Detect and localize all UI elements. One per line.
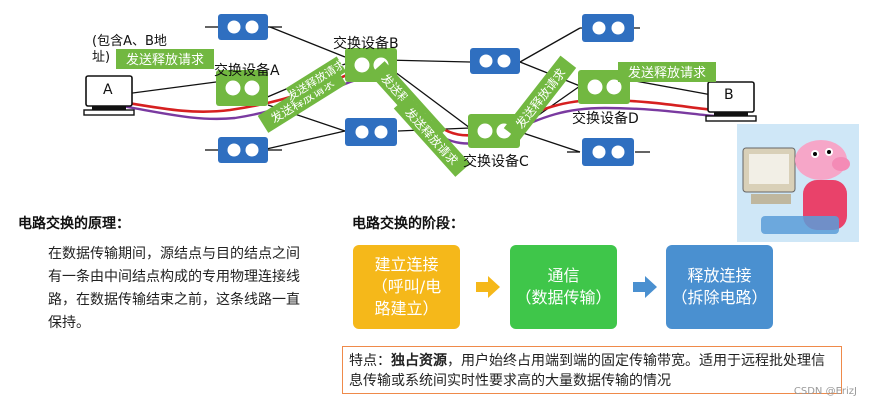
release-tag-6: 发送释放请求 [628,65,706,81]
stages-title: 电路交换的阶段： [352,216,464,232]
switch-green-d [578,70,630,104]
release-tag-6-bg [618,62,716,82]
link-d-b [629,79,713,96]
principle-text: 在数据传输期间，源结点与目的结点之间有一条由中间结点构成的专用物理连接线路，在数… [48,246,300,331]
stage-release: 释放连接 （拆除电路） [666,245,773,329]
switch-b-label: 交换设备B [333,36,399,52]
switch-c-label: 交换设备C [463,154,529,170]
note-prefix: 特点： [349,353,391,369]
link-top-b [269,26,346,58]
host-a-address-note: (包含A、B地 址) [92,34,167,65]
stage-setup: 建立连接 （呼叫/电 路建立） [353,245,460,329]
link-bottom-mid [261,130,346,151]
switch-green-c [468,114,520,148]
switch-blue-top-left [218,14,268,40]
release-tag-1: 发送释放请求 [126,52,204,68]
switch-d-label: 交换设备D [572,111,639,127]
principle-title: 电路交换的原理： [18,216,130,232]
feature-note: 特点：独占资源，用户始终占用端到端的固定传输带宽。适用于远程批处理信息传输或系统… [342,346,842,394]
note-bold: 独占资源 [391,353,447,369]
stage-communication: 通信 （数据传输） [510,245,617,329]
network-diagram: 发送释放请求 发送释放请求 发送释放请求 发送释放请求 发送释放请求 发送释放请… [83,14,757,177]
switch-blue-top-right [582,14,634,42]
host-a-label: A [103,82,113,98]
switch-blue-bottom-right [582,138,634,166]
switch-blue-top-center [470,48,520,74]
link-top-right [519,27,581,63]
switch-green-a [216,70,268,106]
release-tag-4: 发送释放请求 [393,95,471,177]
note-text: ，用户始终占用端到端的固定传输带宽。适用于远程批处理信息传输或系统间实时性要求高… [349,353,825,389]
computer-a-icon [83,75,135,116]
switch-a-label: 交换设备A [214,63,280,79]
computer-b-icon [705,81,757,122]
link-b-c [394,71,471,129]
link-c-bottom [519,131,581,153]
switch-blue-middle [345,118,397,146]
link-b-top [384,59,471,63]
cartoon-image [737,124,859,242]
release-tag-1-bg [116,49,214,69]
arrow-right-icon [633,276,657,298]
svg-text:发送释放请求: 发送释放请求 [512,65,568,131]
host-b-label: B [724,87,734,103]
switch-blue-bottom-left [218,137,268,163]
arrow-right-icon [476,276,500,298]
watermark: CSDN @ErizJ [793,386,857,397]
